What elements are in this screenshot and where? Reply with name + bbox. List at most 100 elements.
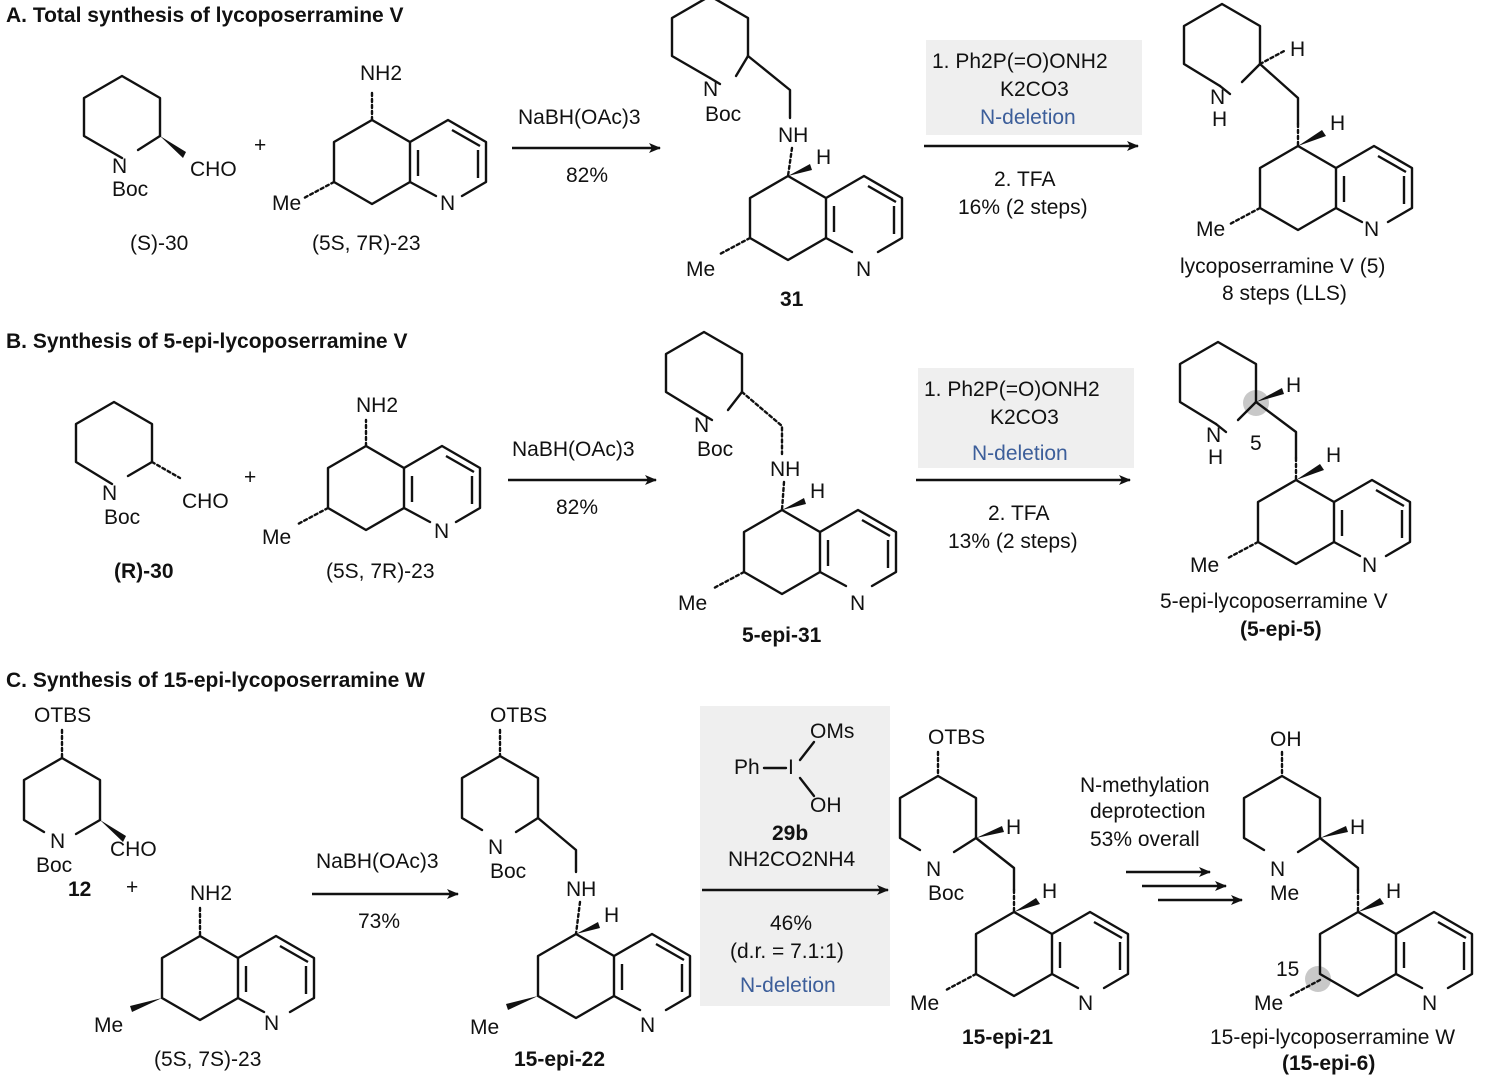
section-a-title: A. Total synthesis of lycoposerramine V xyxy=(6,4,404,27)
atom-boc: Boc xyxy=(928,882,964,905)
structure-23-a: NH2 Me N xyxy=(272,62,488,215)
atom-nh2: NH2 xyxy=(190,882,232,905)
structure-5-epi-31: N Boc NH H Me N xyxy=(664,330,898,615)
reagent-box-a xyxy=(926,40,1142,135)
conditions-a-line3: N-deletion xyxy=(980,106,1076,129)
atom-nh2: NH2 xyxy=(356,394,398,417)
product-note-a: 8 steps (LLS) xyxy=(1222,282,1347,305)
atom-nh: NH xyxy=(566,878,596,901)
yield-c1: 73% xyxy=(358,910,400,933)
atom-h: H xyxy=(1350,816,1365,839)
atom-me: Me xyxy=(1270,882,1299,905)
atom-boc: Boc xyxy=(104,506,140,529)
atom-n: N xyxy=(102,482,117,505)
label-15-epi-22: 15-epi-22 xyxy=(514,1048,605,1071)
conditions-b-line2: K2CO3 xyxy=(990,406,1059,429)
reagent-a1: NaBH(OAc)3 xyxy=(518,106,641,129)
atom-h: H xyxy=(1042,880,1057,903)
atom-otbs: OTBS xyxy=(928,726,985,749)
atom-nh2: NH2 xyxy=(360,62,402,85)
structure-15-epi-6: OH H N Me H 15 Me N xyxy=(1242,728,1474,1015)
label-12: 12 xyxy=(68,878,91,901)
conditions-b-line3: N-deletion xyxy=(972,442,1068,465)
atom-boc: Boc xyxy=(36,854,72,877)
section-c-title: C. Synthesis of 15-epi-lycoposerramine W xyxy=(6,669,425,692)
label-5-epi-31: 5-epi-31 xyxy=(742,624,822,647)
atom-boc: Boc xyxy=(490,860,526,883)
reagent-label-29b: 29b xyxy=(772,822,808,845)
atom-h: H xyxy=(1208,446,1223,469)
plus-sign: + xyxy=(244,466,256,489)
atom-h: H xyxy=(816,146,831,169)
atom-n: N xyxy=(488,836,503,859)
atom-n: N xyxy=(1078,992,1093,1015)
atom-me: Me xyxy=(1196,218,1225,241)
structure-15-epi-21: OTBS H N Boc H Me N xyxy=(898,726,1130,1015)
atom-h: H xyxy=(1290,38,1305,61)
atom-n: N xyxy=(1270,858,1285,881)
reagent-box-c xyxy=(700,706,890,1006)
product-name-a: lycoposerramine V (5) xyxy=(1180,255,1385,278)
atom-n: N xyxy=(640,1014,655,1037)
structure-23-b: NH2 Me N xyxy=(262,394,482,549)
atom-otbs: OTBS xyxy=(34,704,91,727)
product-name-b: 5-epi-lycoposerramine V xyxy=(1160,590,1388,613)
atom-n: N xyxy=(850,592,865,615)
atom-h: H xyxy=(810,480,825,503)
structure-23-c: NH2 Me N xyxy=(94,882,316,1037)
atom-n: N xyxy=(264,1012,279,1035)
section-b-title: B. Synthesis of 5-epi-lycoposerramine V xyxy=(6,330,407,353)
atom-cho: CHO xyxy=(110,838,157,861)
atom-me: Me xyxy=(272,192,301,215)
conditions-c3-line1: N-methylation xyxy=(1080,774,1210,797)
atom-me: Me xyxy=(470,1016,499,1039)
label-23-b: (5S, 7R)-23 xyxy=(326,560,435,583)
atom-oms: OMs xyxy=(810,720,854,743)
atom-h: H xyxy=(604,904,619,927)
product-label-c: (15-epi-6) xyxy=(1282,1052,1375,1075)
atom-n: N xyxy=(1362,554,1377,577)
atom-me: Me xyxy=(262,526,291,549)
atom-h: H xyxy=(1212,108,1227,131)
atom-n: N xyxy=(694,414,709,437)
atom-n: N xyxy=(1364,218,1379,241)
structure-s-30: N Boc CHO xyxy=(82,74,237,201)
conditions-c-line3: 46% xyxy=(770,912,812,935)
conditions-b-line4: 2. TFA xyxy=(988,502,1049,525)
atom-n: N xyxy=(1210,86,1225,109)
conditions-b-line1: 1. Ph2P(=O)ONH2 xyxy=(924,378,1100,401)
atom-n: N xyxy=(1422,992,1437,1015)
structure-15-epi-22: OTBS N Boc NH H Me N xyxy=(460,704,692,1039)
product-label-b: (5-epi-5) xyxy=(1240,618,1322,641)
yield-b1: 82% xyxy=(556,496,598,519)
conditions-c-line2: NH2CO2NH4 xyxy=(728,848,856,871)
conditions-a-line4: 2. TFA xyxy=(994,168,1055,191)
plus-sign: + xyxy=(126,876,138,899)
conditions-c3-line3: 53% overall xyxy=(1090,828,1200,851)
conditions-c3-line2: deprotection xyxy=(1090,800,1206,823)
atom-n: N xyxy=(112,155,127,178)
atom-h: H xyxy=(1330,112,1345,135)
atom-cho: CHO xyxy=(190,158,237,181)
structure-5: H N H H Me N xyxy=(1182,2,1414,241)
atom-n: N xyxy=(1206,424,1221,447)
atom-me: Me xyxy=(686,258,715,281)
label-31: 31 xyxy=(780,288,804,311)
atom-h: H xyxy=(1386,880,1401,903)
label-23-a: (5S, 7R)-23 xyxy=(312,232,421,255)
atom-n: N xyxy=(926,858,941,881)
atom-me: Me xyxy=(910,992,939,1015)
atom-nh: NH xyxy=(778,124,808,147)
atom-n: N xyxy=(434,520,449,543)
highlight-label-15: 15 xyxy=(1276,958,1299,981)
plus-sign: + xyxy=(254,134,266,157)
atom-oh: OH xyxy=(810,794,842,817)
structure-12: OTBS N Boc CHO xyxy=(22,704,157,877)
product-name-c: 15-epi-lycoposerramine W xyxy=(1210,1026,1455,1049)
atom-me: Me xyxy=(1254,992,1283,1015)
highlight-label-5: 5 xyxy=(1250,432,1262,455)
atom-ph: Ph xyxy=(734,756,760,779)
atom-boc: Boc xyxy=(112,178,148,201)
conditions-a-line1: 1. Ph2P(=O)ONH2 xyxy=(932,50,1108,73)
